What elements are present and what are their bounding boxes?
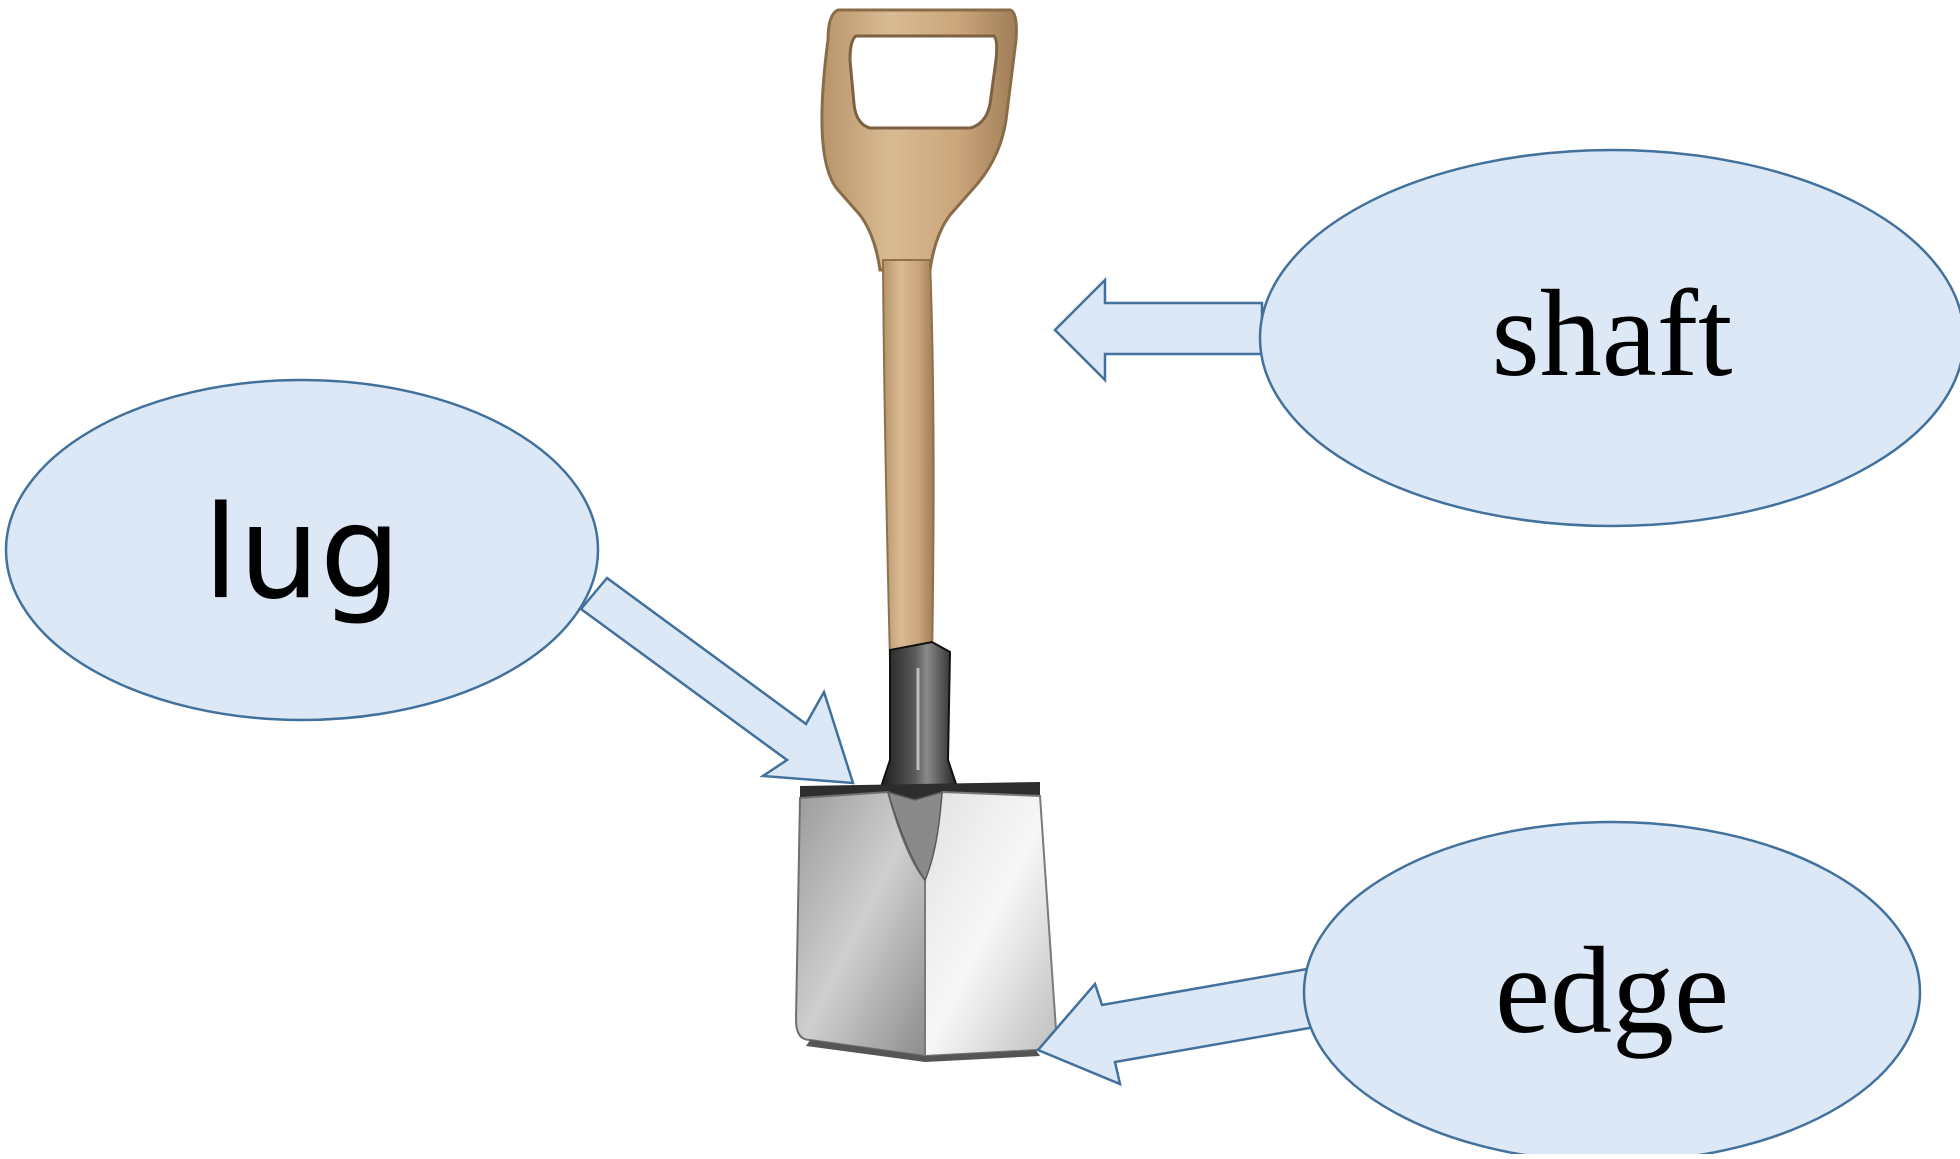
spade-blade-right xyxy=(924,790,1058,1058)
callout-arrow-icon xyxy=(1035,963,1340,1087)
callout-edge: edge xyxy=(1035,820,1922,1159)
callout-shaft: shaft xyxy=(1053,148,1960,528)
label-shaft: shaft xyxy=(1491,265,1732,402)
callout-lug: lug xyxy=(4,378,855,785)
spade-blade-ridge xyxy=(886,790,943,882)
spade-blade-edge xyxy=(806,1040,1040,1062)
callout-bubble-shaft xyxy=(1258,148,1960,528)
callout-arrow-icon xyxy=(1053,276,1264,384)
spade-icon xyxy=(794,8,1058,1062)
callout-bubble-lug xyxy=(4,378,600,722)
label-lug: lug xyxy=(203,479,401,628)
label-edge: edge xyxy=(1495,922,1729,1059)
spade-shaft xyxy=(881,259,935,661)
callout-arrow-icon xyxy=(579,576,855,785)
callout-bubble-edge xyxy=(1302,820,1922,1159)
spade-handle-grip xyxy=(820,8,1018,272)
